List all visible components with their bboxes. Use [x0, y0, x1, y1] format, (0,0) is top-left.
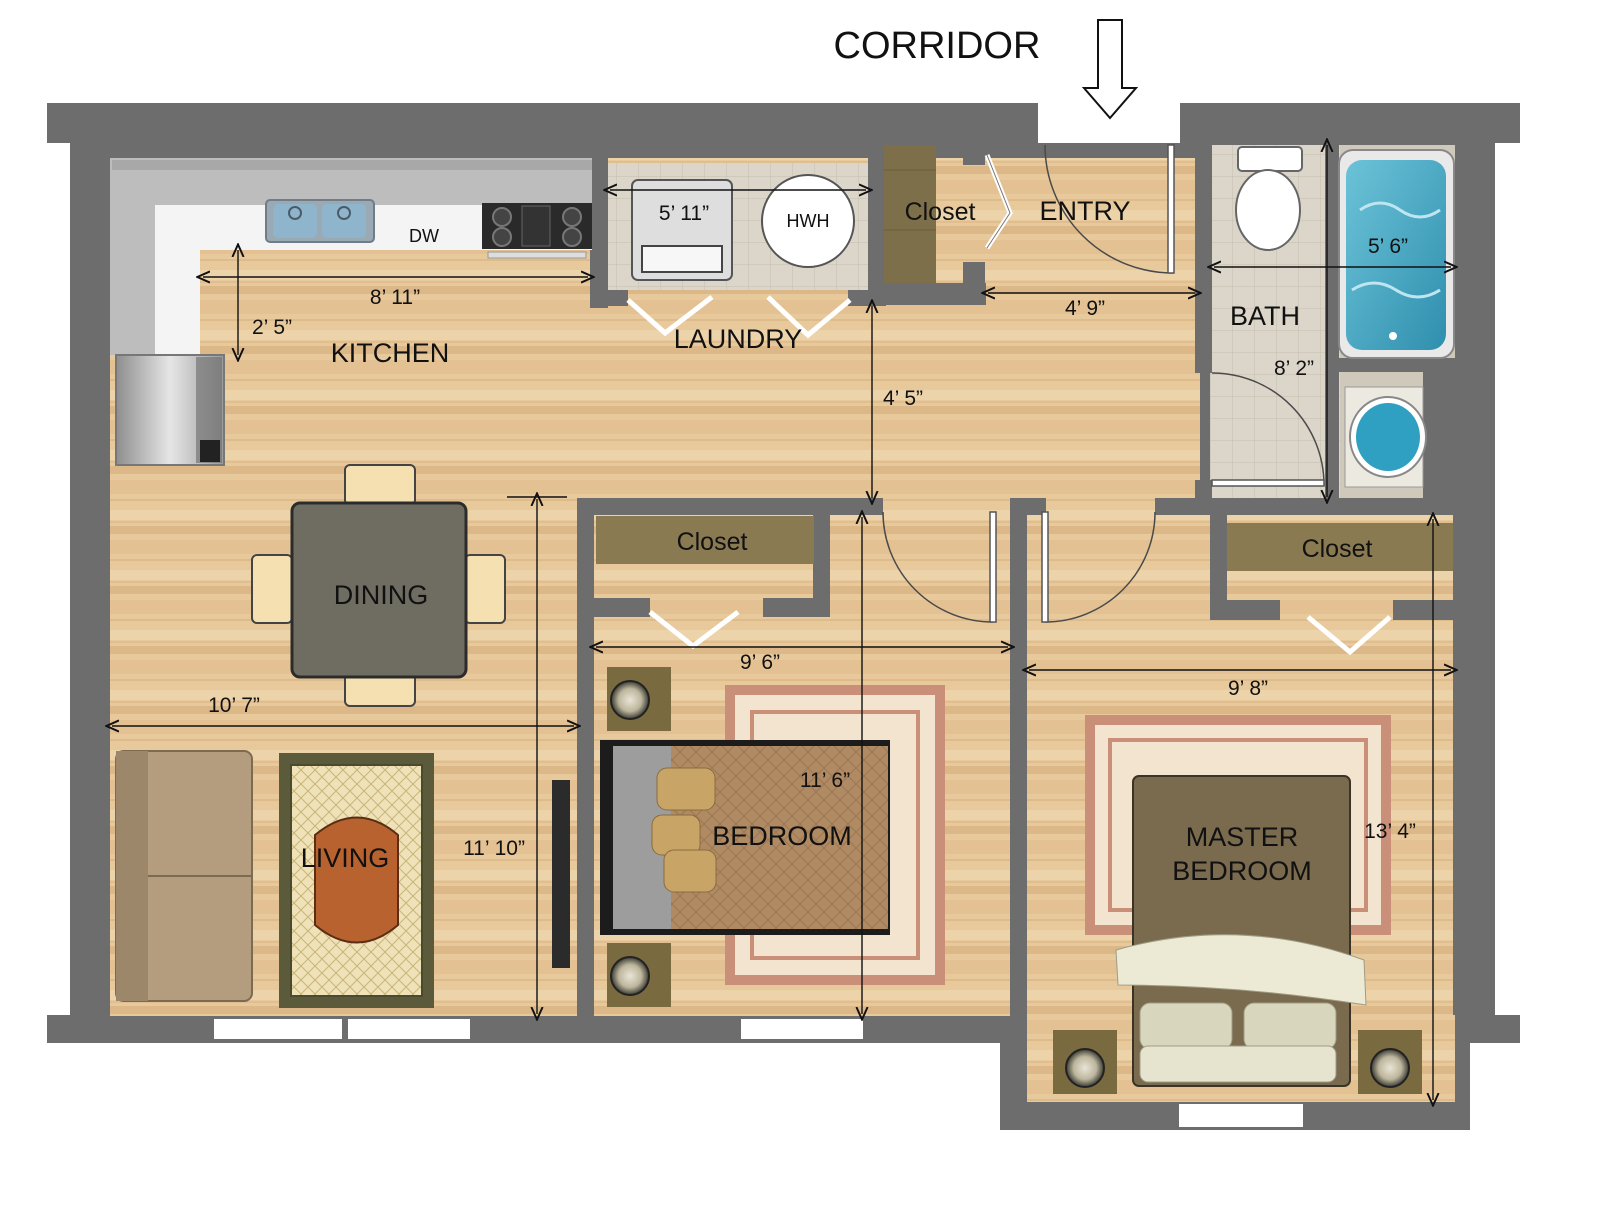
dining-table	[251, 464, 506, 707]
closet-label-entry: Closet	[905, 198, 976, 226]
dim-living-depth: 11’ 10”	[463, 837, 525, 860]
closets	[596, 145, 1453, 571]
dim-kitchen-depth: 2’ 5”	[252, 316, 292, 339]
room-label-master-line2: BEDROOM	[1172, 856, 1312, 886]
tv-icon	[552, 780, 570, 968]
room-label-laundry: LAUNDRY	[674, 324, 803, 354]
master-bed-icon	[1115, 775, 1367, 1087]
refrigerator-icon	[115, 354, 225, 466]
dim-bedroom-width: 9’ 6”	[740, 651, 780, 674]
water-heater-icon: HWH	[761, 174, 855, 268]
swing-doors	[882, 144, 1325, 623]
corridor-label: CORRIDOR	[834, 25, 1041, 67]
dim-bedroom-depth: 11’ 6”	[800, 769, 850, 792]
toilet-icon	[1235, 146, 1303, 251]
windows	[212, 1017, 1305, 1129]
dim-bath-length: 8’ 2”	[1274, 357, 1314, 380]
dimension-lines	[112, 145, 1451, 1100]
dim-entry-width: 4’ 9”	[1065, 297, 1105, 320]
living-rug	[279, 753, 434, 1008]
room-label-kitchen: KITCHEN	[331, 338, 450, 368]
closet-label-master: Closet	[1302, 535, 1373, 563]
room-label-bath: BATH	[1230, 301, 1300, 331]
bed-icon	[600, 740, 890, 935]
master-nightstand-icon	[1053, 1030, 1422, 1094]
dim-bath-tub: 5’ 6”	[1368, 235, 1408, 258]
washer-icon	[631, 179, 733, 281]
labels: CORRIDOR KITCHEN LAUNDRY ENTRY Closet BA…	[208, 25, 1416, 886]
stove-icon	[482, 203, 592, 259]
sofa	[115, 750, 253, 1002]
room-label-living: LIVING	[301, 843, 390, 873]
bathtub-icon	[1338, 149, 1455, 359]
dim-hall-depth: 4’ 5”	[883, 387, 923, 410]
nightstand-icon	[607, 667, 671, 1007]
room-label-bedroom: BEDROOM	[712, 821, 852, 851]
dim-laundry-width: 5’ 11”	[659, 202, 709, 225]
closet-label-bedroom: Closet	[677, 528, 748, 556]
water-heater-label: HWH	[787, 211, 830, 231]
bath-sink-icon	[1344, 386, 1427, 488]
corridor-arrow-icon	[1081, 19, 1139, 120]
room-label-entry: ENTRY	[1039, 196, 1130, 226]
room-label-dining: DINING	[334, 580, 429, 610]
dishwasher-label: DW	[409, 226, 439, 246]
dim-kitchen-width: 8’ 11”	[370, 286, 420, 309]
dim-master-depth: 13’ 4”	[1364, 820, 1416, 843]
dim-master-width: 9’ 8”	[1228, 677, 1268, 700]
sink-icon	[265, 199, 375, 243]
dim-living-width: 10’ 7”	[208, 694, 260, 717]
room-label-master-line1: MASTER	[1186, 822, 1299, 852]
